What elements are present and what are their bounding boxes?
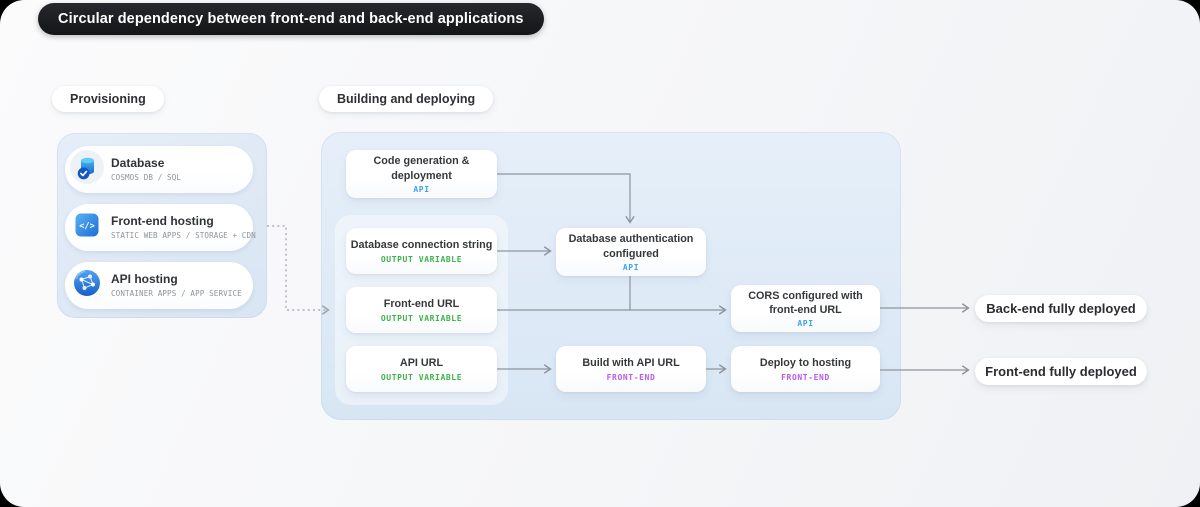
card-code-generation-tag: API — [413, 184, 430, 194]
dashed-arrow-provisioning-to-building — [267, 225, 330, 315]
card-db-auth-configured: Database authentication configured API — [556, 228, 706, 276]
database-icon — [70, 150, 104, 189]
outcome-frontend-deployed-text: Front-end fully deployed — [985, 364, 1137, 379]
diagram-title-text: Circular dependency between front-end an… — [58, 11, 524, 27]
card-db-connection-string-title: Database connection string — [350, 239, 493, 252]
globe-network-icon — [70, 266, 104, 305]
card-db-auth-configured-tag: API — [622, 262, 640, 272]
card-frontend-hosting-title: Front-end hosting — [111, 214, 214, 229]
card-code-generation: Code generation & deployment API — [346, 150, 497, 198]
card-build-with-api-url-title: Build with API URL — [582, 357, 680, 370]
outcome-frontend-deployed: Front-end fully deployed — [975, 358, 1147, 385]
section-label-building-text: Building and deploying — [337, 92, 476, 106]
card-cors-configured: CORS configured with front-end URL API — [731, 285, 880, 332]
card-api-url-title: API URL — [399, 357, 444, 370]
section-label-provisioning-text: Provisioning — [70, 92, 146, 106]
outcome-backend-deployed-text: Back-end fully deployed — [986, 301, 1136, 316]
card-frontend-hosting-subtitle: STATIC WEB APPS / STORAGE + CDN — [111, 230, 256, 240]
card-frontend-hosting: </> Front-end hosting STATIC WEB APPS / … — [65, 204, 256, 251]
card-api-url-tag: OUTPUT VARIABLE — [380, 372, 463, 382]
card-api-hosting-subtitle: CONTAINER APPS / APP SERVICE — [111, 288, 242, 298]
card-db-auth-configured-title: Database authentication configured — [568, 233, 694, 260]
code-brackets-icon: </> — [70, 208, 104, 247]
card-api-hosting-title: API hosting — [111, 272, 178, 287]
card-deploy-to-hosting-tag: FRONT-END — [781, 372, 830, 382]
card-api-hosting: API hosting CONTAINER APPS / APP SERVICE — [65, 262, 253, 309]
section-label-building: Building and deploying — [319, 86, 494, 112]
card-db-connection-string: Database connection string OUTPUT VARIAB… — [346, 228, 497, 274]
card-frontend-url-tag: OUTPUT VARIABLE — [380, 313, 463, 323]
section-label-provisioning: Provisioning — [52, 86, 164, 112]
card-build-with-api-url-tag: FRONT-END — [606, 372, 656, 382]
card-cors-configured-tag: API — [797, 319, 814, 329]
card-api-url: API URL OUTPUT VARIABLE — [346, 346, 497, 392]
card-frontend-url-title: Front-end URL — [383, 298, 460, 311]
card-code-generation-title: Code generation & deployment — [373, 155, 470, 182]
card-database-subtitle: COSMOS DB / SQL — [111, 172, 182, 182]
card-database: Database COSMOS DB / SQL — [65, 146, 253, 193]
card-deploy-to-hosting-title: Deploy to hosting — [759, 357, 852, 370]
svg-text:</>: </> — [79, 222, 95, 232]
card-deploy-to-hosting: Deploy to hosting FRONT-END — [731, 346, 880, 392]
diagram-title: Circular dependency between front-end an… — [38, 3, 544, 35]
card-database-title: Database — [111, 156, 165, 171]
card-cors-configured-title: CORS configured with front-end URL — [748, 289, 863, 316]
card-db-connection-string-tag: OUTPUT VARIABLE — [380, 254, 463, 264]
card-build-with-api-url: Build with API URL FRONT-END — [556, 346, 706, 392]
card-frontend-url: Front-end URL OUTPUT VARIABLE — [346, 287, 497, 333]
outcome-backend-deployed: Back-end fully deployed — [975, 295, 1147, 322]
